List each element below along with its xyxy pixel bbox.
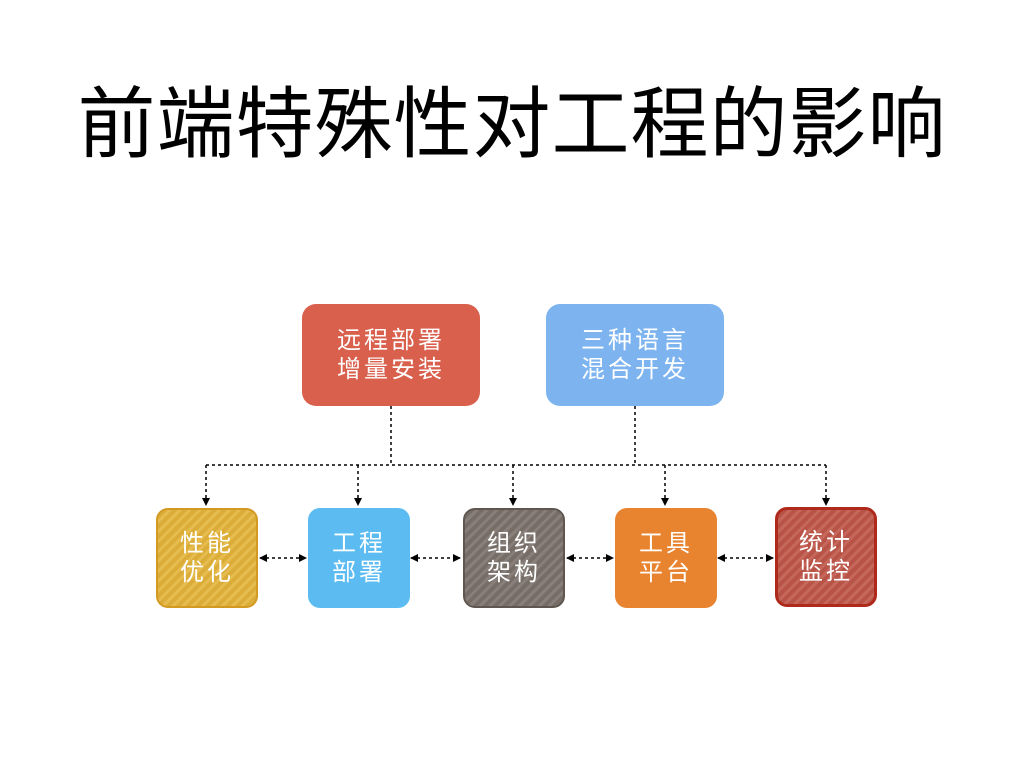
box-deployment: 工程 部署 <box>308 508 410 608</box>
box-performance-line1: 性能 <box>180 529 234 557</box>
box-performance-line2: 优化 <box>180 558 234 586</box>
box-deployment-line2: 部署 <box>332 558 386 586</box>
box-tools-line2: 平台 <box>639 558 693 586</box>
box-three-languages-line1: 三种语言 <box>581 326 689 354</box>
box-organization-line1: 组织 <box>487 529 541 557</box>
box-monitoring-line1: 统计 <box>799 528 853 556</box>
box-three-languages: 三种语言 混合开发 <box>546 304 724 406</box>
box-tools: 工具 平台 <box>615 508 717 608</box>
slide-title: 前端特殊性对工程的影响 <box>77 80 947 170</box>
box-deployment-line1: 工程 <box>332 529 386 557</box>
box-performance: 性能 优化 <box>156 508 258 608</box>
box-remote-deploy-line2: 增量安装 <box>337 355 445 383</box>
box-organization: 组织 架构 <box>463 508 565 608</box>
box-remote-deploy-line1: 远程部署 <box>337 326 445 354</box>
box-remote-deploy: 远程部署 增量安装 <box>302 304 480 406</box>
box-tools-line1: 工具 <box>639 529 693 557</box>
box-monitoring: 统计 监控 <box>775 507 877 607</box>
box-monitoring-line2: 监控 <box>799 557 853 585</box>
box-three-languages-line2: 混合开发 <box>581 355 689 383</box>
box-organization-line2: 架构 <box>487 558 541 586</box>
